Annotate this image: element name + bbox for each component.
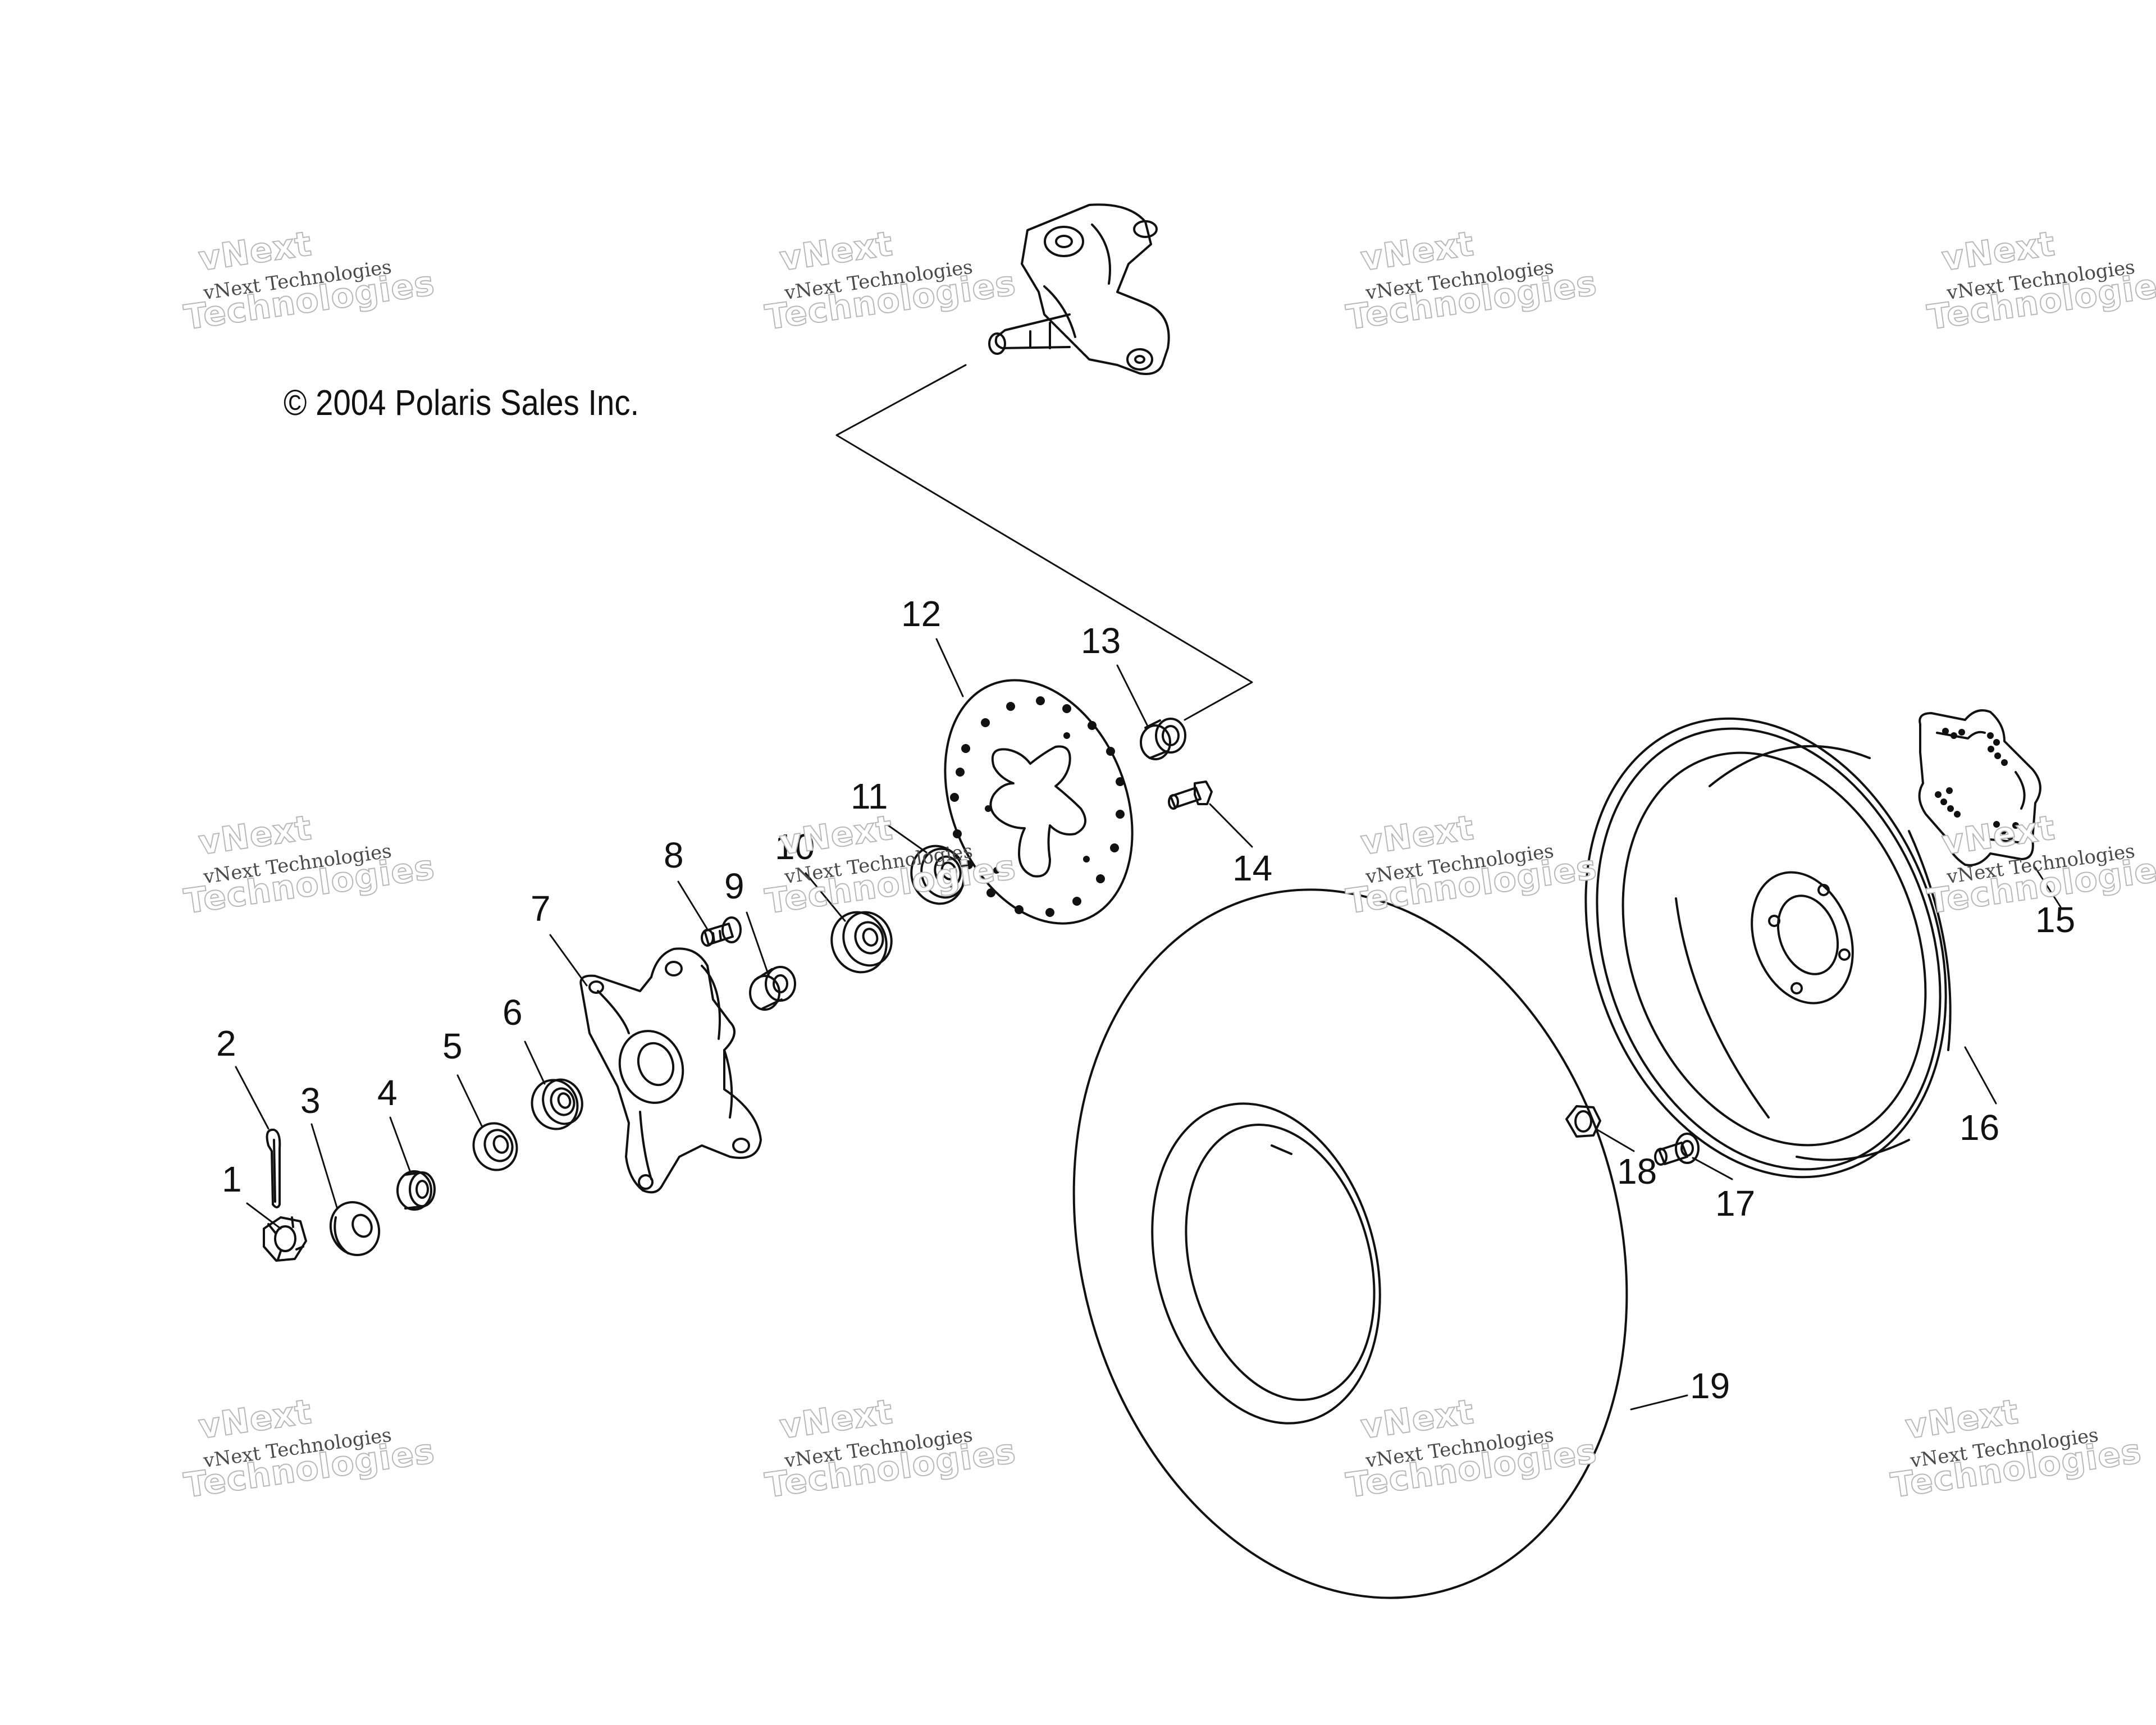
callout-labels: 1 2 3 4 5 6 7 8 9 10 11 12 13 14 15 16 1… — [216, 594, 2075, 1406]
outer-seal-part — [910, 845, 966, 905]
spacer-part — [396, 1170, 436, 1211]
callout-17: 17 — [1715, 1183, 1755, 1224]
lug-nut-part — [1565, 1105, 1601, 1138]
callout-1: 1 — [222, 1159, 242, 1199]
callout-9: 9 — [724, 866, 744, 906]
seal-part — [472, 1122, 518, 1171]
callout-7: 7 — [531, 888, 551, 929]
callout-6: 6 — [503, 992, 523, 1033]
callout-14: 14 — [1232, 848, 1272, 888]
callout-18: 18 — [1617, 1151, 1657, 1192]
inner-bearing-part — [531, 1078, 583, 1130]
wheel-rim-part — [1584, 717, 1952, 1179]
tire-part — [1072, 888, 1628, 1599]
hub-gasket-holes — [1935, 728, 2019, 843]
callout-8: 8 — [664, 835, 684, 875]
brake-disc-holes — [950, 696, 1125, 917]
callout-5: 5 — [442, 1026, 463, 1066]
steering-knuckle-part — [988, 203, 1170, 375]
callout-3: 3 — [300, 1080, 321, 1121]
valve-stem-part — [1654, 1133, 1700, 1166]
outer-bearing-part — [830, 911, 893, 974]
assembly-leader — [835, 364, 1253, 721]
wheel-stud-part — [701, 916, 742, 947]
leader-lines — [235, 638, 2062, 1411]
callout-19: 19 — [1690, 1366, 1730, 1406]
brake-bolt-part — [1168, 781, 1213, 810]
callout-15: 15 — [2035, 900, 2075, 940]
copyright-notice: © 2004 Polaris Sales Inc. — [284, 382, 640, 423]
callout-11: 11 — [851, 776, 888, 816]
callout-12: 12 — [901, 594, 941, 634]
callout-4: 4 — [377, 1073, 398, 1113]
callout-2: 2 — [216, 1023, 236, 1064]
callout-10: 10 — [775, 827, 815, 867]
wheel-hub-part — [579, 947, 762, 1194]
hub-gasket-part — [1918, 709, 2041, 866]
callout-16: 16 — [1959, 1107, 1999, 1148]
castle-nut-part — [263, 1216, 307, 1262]
washer-part — [329, 1201, 381, 1256]
bushing-part — [749, 966, 796, 1011]
callout-13: 13 — [1081, 620, 1121, 661]
cotter-pin-part — [266, 1128, 281, 1208]
